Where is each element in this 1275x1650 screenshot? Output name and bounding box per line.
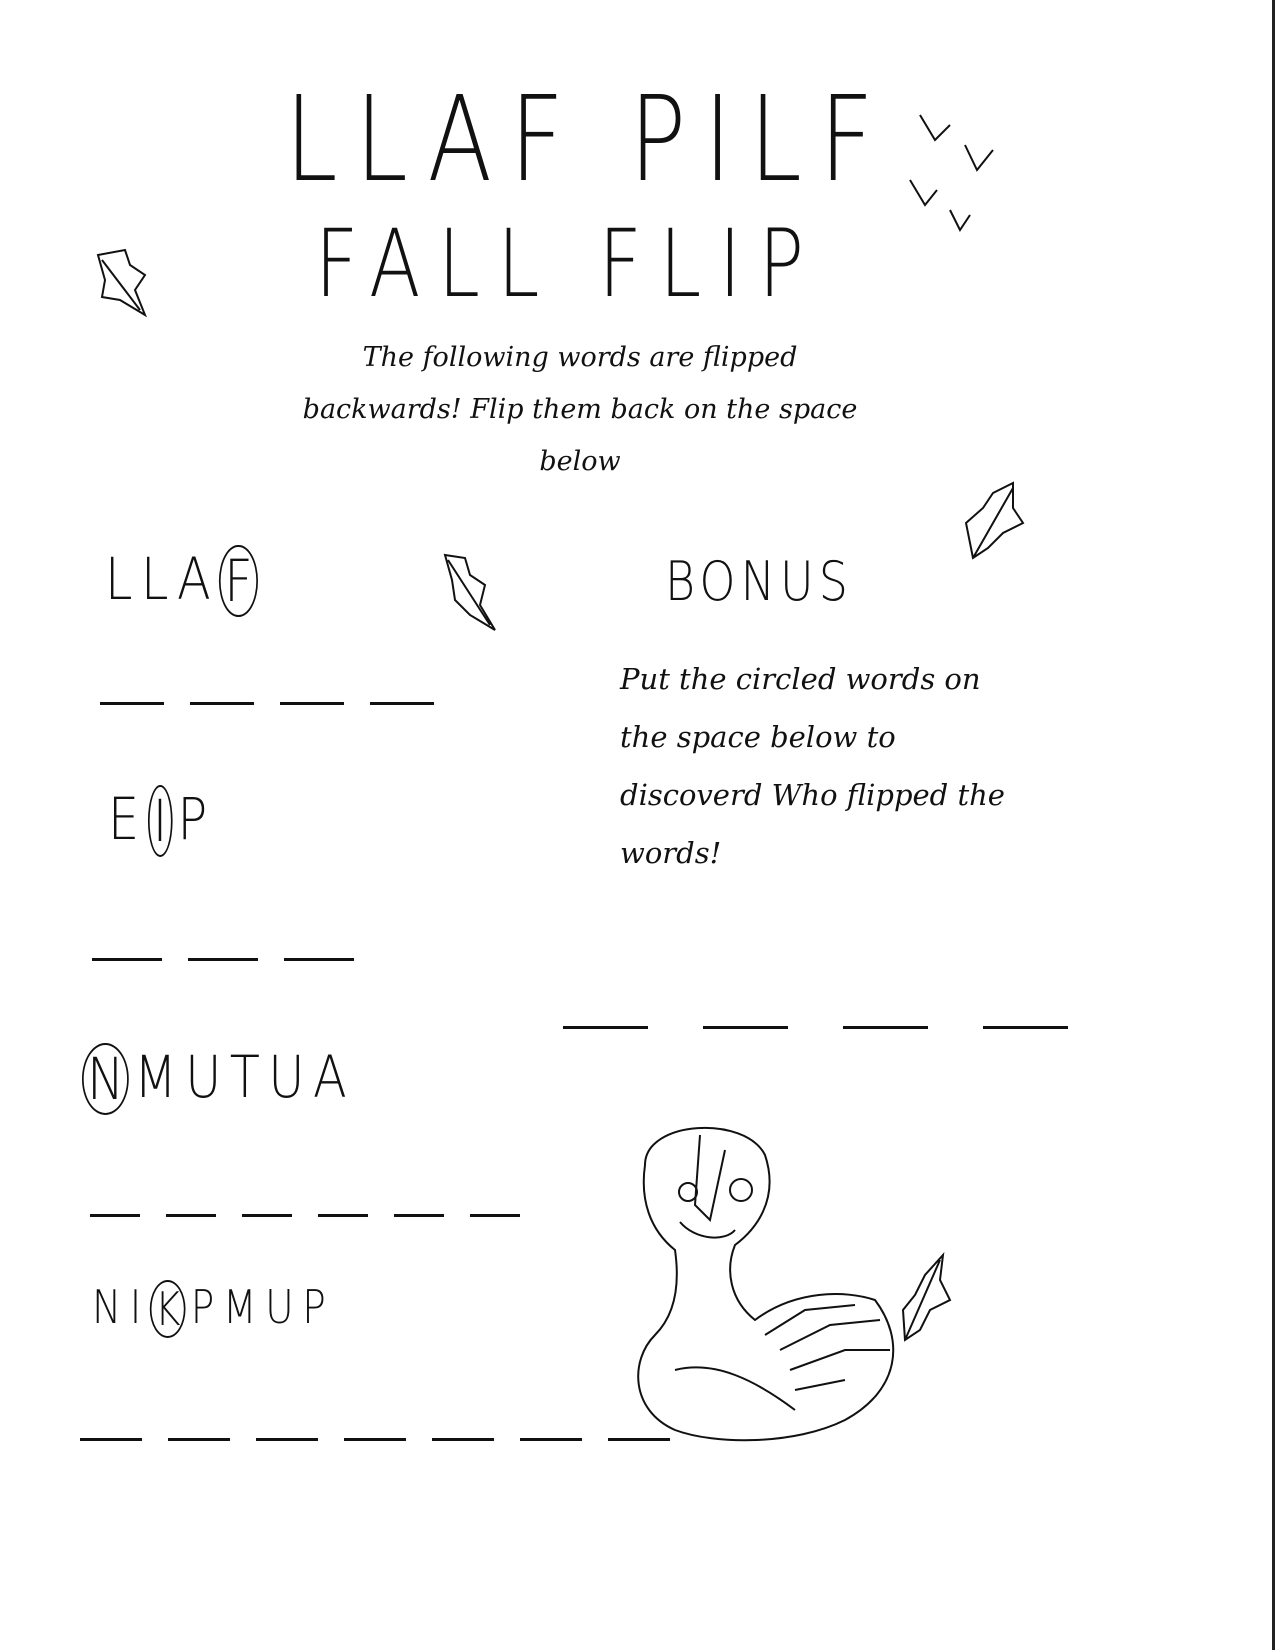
answer-blank[interactable] (256, 1438, 318, 1441)
circled-letter: F (219, 545, 258, 617)
letter: U (268, 1043, 314, 1111)
letter: A (176, 545, 220, 613)
letter: U (265, 1280, 303, 1334)
answer-blank[interactable] (168, 1438, 230, 1441)
birds-icon (909, 114, 994, 232)
answer-blanks-4[interactable] (80, 1438, 670, 1441)
letter: P (190, 1280, 223, 1334)
bonus-answer-blanks[interactable] (563, 1026, 1068, 1029)
scan-edge (1272, 0, 1275, 1650)
answer-blank[interactable] (563, 1026, 648, 1029)
title: FALL FLIP (315, 210, 822, 319)
answer-blanks-2[interactable] (92, 958, 354, 961)
bonus-text: Put the circled words on the space below… (620, 662, 1005, 870)
answer-blank[interactable] (242, 1214, 292, 1217)
letter: N (92, 1280, 130, 1334)
instructions: The following words are flipped backward… (302, 342, 858, 477)
answer-blanks-3[interactable] (90, 1214, 520, 1217)
letter: M (222, 1280, 266, 1334)
leaf-icon (96, 248, 148, 318)
answer-blank[interactable] (344, 1438, 406, 1441)
answer-blank[interactable] (318, 1214, 368, 1217)
answer-blank[interactable] (284, 958, 354, 961)
letter: L (105, 545, 141, 613)
title-reversed: LLAF PILF (285, 70, 892, 208)
answer-blank[interactable] (80, 1438, 142, 1441)
answer-blanks-1[interactable] (100, 702, 434, 705)
bonus-title: BONUS (665, 550, 853, 613)
answer-blank[interactable] (703, 1026, 788, 1029)
answer-blank[interactable] (370, 702, 434, 705)
leaf-icon (901, 1251, 952, 1342)
circled-letter: K (149, 1280, 186, 1338)
letter: A (313, 1043, 356, 1111)
answer-blank[interactable] (843, 1026, 928, 1029)
answer-blank[interactable] (432, 1438, 494, 1441)
leaf-icon (964, 481, 1025, 560)
answer-blank[interactable] (166, 1214, 216, 1217)
answer-blank[interactable] (100, 702, 164, 705)
answer-blank[interactable] (394, 1214, 444, 1217)
letter: L (140, 545, 177, 613)
letter: P (177, 785, 216, 853)
answer-blank[interactable] (280, 702, 344, 705)
letter: E (108, 785, 148, 853)
circled-letter: N (82, 1043, 130, 1115)
duck-drawing (637, 1126, 895, 1442)
answer-blank[interactable] (92, 958, 162, 961)
answer-blank[interactable] (608, 1438, 670, 1441)
leaf-icon (443, 553, 496, 631)
answer-blank[interactable] (520, 1438, 582, 1441)
letter: P (302, 1280, 335, 1334)
answer-blank[interactable] (188, 958, 258, 961)
answer-blank[interactable] (470, 1214, 520, 1217)
letter: T (229, 1043, 269, 1111)
letter: I (129, 1280, 150, 1334)
answer-blank[interactable] (90, 1214, 140, 1217)
answer-blank[interactable] (983, 1026, 1068, 1029)
circled-letter: I (147, 785, 173, 857)
letter: M (134, 1043, 186, 1111)
answer-blank[interactable] (190, 702, 254, 705)
letter: U (185, 1043, 230, 1111)
